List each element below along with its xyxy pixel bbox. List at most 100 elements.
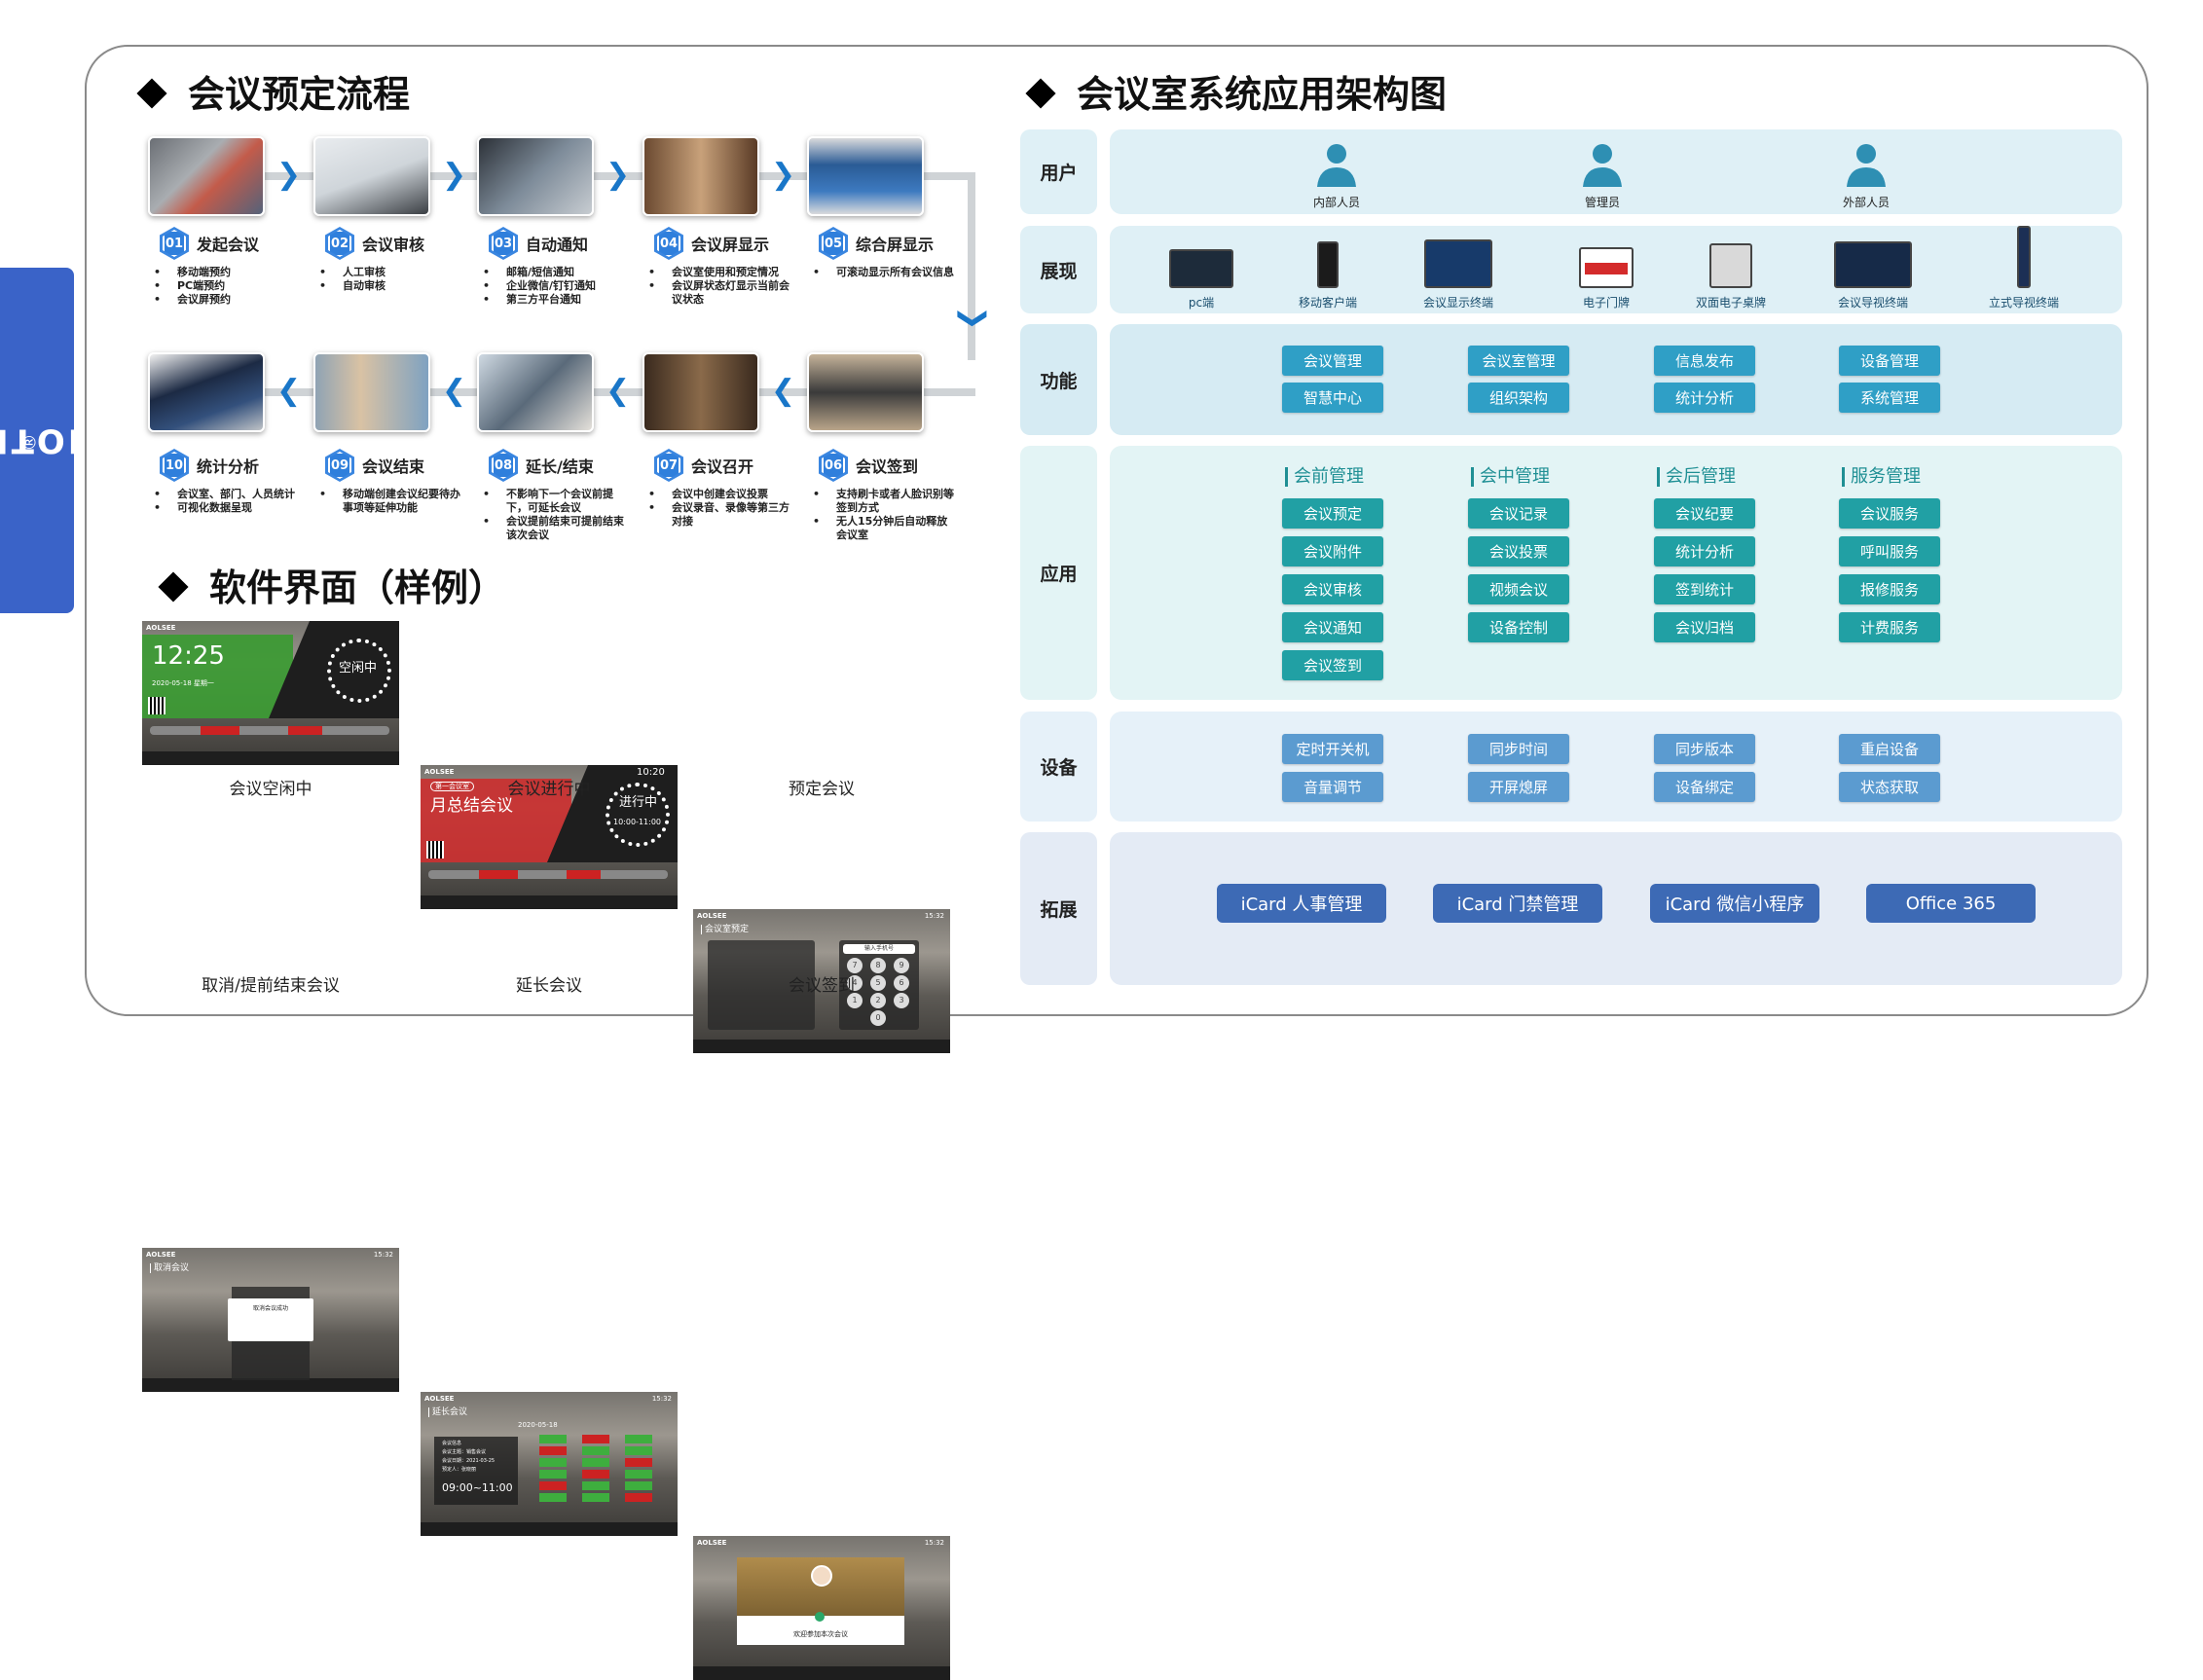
keypad-key[interactable]: 2 [870, 993, 886, 1008]
step-title: 会议结束 [362, 457, 425, 476]
keypad-key[interactable]: 9 [894, 958, 909, 973]
bullet-item: 会议中创建会议投票 [644, 488, 790, 501]
application-module-button[interactable]: 会议纪要 [1654, 498, 1755, 529]
screen-caption: 延长会议 [516, 976, 582, 996]
flow-connector-line [968, 172, 975, 360]
time-slot[interactable] [625, 1470, 652, 1479]
step-title: 会议屏显示 [691, 236, 770, 254]
keypad-key[interactable]: 8 [870, 958, 886, 973]
application-module-button[interactable]: 统计分析 [1654, 536, 1755, 566]
application-module-button[interactable]: 报修服务 [1839, 574, 1940, 604]
step-image [643, 136, 759, 216]
keypad-key[interactable]: 1 [847, 993, 863, 1008]
device-function-button[interactable]: 定时开关机 [1282, 734, 1383, 764]
extension-module-button[interactable]: Office 365 [1866, 884, 2036, 923]
keypad-key[interactable]: 4 [847, 975, 863, 991]
layer-label-device: 设备 [1020, 712, 1097, 822]
application-module-button[interactable]: 会议审核 [1282, 574, 1383, 604]
keypad-key[interactable]: 0 [870, 1010, 886, 1026]
clock-ring [327, 639, 391, 703]
time-slot[interactable] [582, 1481, 609, 1490]
time-slot[interactable] [539, 1493, 567, 1502]
step-image [807, 352, 924, 432]
application-module-button[interactable]: 呼叫服务 [1839, 536, 1940, 566]
hexagon-badge-icon: 10 [160, 449, 189, 482]
time-slot[interactable] [582, 1470, 609, 1479]
application-module-button[interactable]: 设备控制 [1468, 612, 1569, 642]
step-image [807, 136, 924, 216]
time-slot[interactable] [539, 1446, 567, 1455]
device-function-button[interactable]: 开屏熄屏 [1468, 772, 1569, 802]
device-function-button[interactable]: 重启设备 [1839, 734, 1940, 764]
extension-module-button[interactable]: iCard 微信小程序 [1650, 884, 1819, 923]
extension-module-button[interactable]: iCard 人事管理 [1217, 884, 1386, 923]
application-module-button[interactable]: 会议预定 [1282, 498, 1383, 529]
function-module-button[interactable]: 组织架构 [1468, 383, 1569, 413]
function-module-button[interactable]: 会议管理 [1282, 346, 1383, 376]
step-number: 03 [492, 230, 515, 257]
function-module-button[interactable]: 系统管理 [1839, 383, 1940, 413]
device-function-button[interactable]: 设备绑定 [1654, 772, 1755, 802]
time-slot[interactable] [625, 1435, 652, 1443]
time-slot[interactable] [539, 1458, 567, 1467]
device-function-button[interactable]: 同步版本 [1654, 734, 1755, 764]
date-selector[interactable]: 2020-05-18 [518, 1421, 558, 1429]
time-slot[interactable] [539, 1481, 567, 1490]
application-module-button[interactable]: 会议服务 [1839, 498, 1940, 529]
time-slot[interactable] [539, 1470, 567, 1479]
phone-input[interactable]: 输入手机号 [843, 944, 915, 954]
application-module-button[interactable]: 签到统计 [1654, 574, 1755, 604]
device-function-button[interactable]: 同步时间 [1468, 734, 1569, 764]
keypad-key[interactable]: 7 [847, 958, 863, 973]
function-module-button[interactable]: 智慧中心 [1282, 383, 1383, 413]
application-module-button[interactable]: 计费服务 [1839, 612, 1940, 642]
screen-heading: 延长会议 [428, 1407, 467, 1418]
application-module-button[interactable]: 会议通知 [1282, 612, 1383, 642]
app-logo: AOLSEE [146, 624, 176, 632]
keypad-key[interactable]: 6 [894, 975, 909, 991]
time-slot[interactable] [582, 1446, 609, 1455]
function-module-button[interactable]: 统计分析 [1654, 383, 1755, 413]
keypad-key[interactable]: 3 [894, 993, 909, 1008]
application-module-button[interactable]: 会议记录 [1468, 498, 1569, 529]
step-image [643, 352, 759, 432]
keypad-key[interactable]: 5 [870, 975, 886, 991]
status-bar [693, 1666, 950, 1680]
time-slot[interactable] [582, 1435, 609, 1443]
step-bullets: 会议中创建会议投票会议录音、录像等第三方对接 [644, 488, 790, 529]
arrow-right-icon: ❯ [771, 158, 796, 192]
admin-user-icon [1579, 142, 1626, 191]
meeting-info-subject: 会议主题：销售会议 [442, 1449, 487, 1455]
time-slot[interactable] [625, 1458, 652, 1467]
hexagon-badge-icon: 02 [325, 227, 354, 260]
time-slot[interactable] [625, 1493, 652, 1502]
device-function-button[interactable]: 状态获取 [1839, 772, 1940, 802]
time-slot[interactable] [582, 1458, 609, 1467]
application-module-button[interactable]: 会议投票 [1468, 536, 1569, 566]
function-module-button[interactable]: 会议室管理 [1468, 346, 1569, 376]
arrow-left-icon: ❮ [606, 374, 631, 408]
application-module-button[interactable]: 会议归档 [1654, 612, 1755, 642]
device-function-button[interactable]: 音量调节 [1282, 772, 1383, 802]
function-module-button[interactable]: 设备管理 [1839, 346, 1940, 376]
time-slot[interactable] [582, 1493, 609, 1502]
bullet-item: 自动审核 [315, 279, 461, 293]
step-bullets: 可滚动显示所有会议信息 [809, 266, 955, 279]
function-module-button[interactable]: 信息发布 [1654, 346, 1755, 376]
application-module-button[interactable]: 会议签到 [1282, 650, 1383, 680]
time-slot[interactable] [625, 1446, 652, 1455]
application-module-button[interactable]: 视频会议 [1468, 574, 1569, 604]
application-module-button[interactable]: 会议附件 [1282, 536, 1383, 566]
time-slot[interactable] [539, 1435, 567, 1443]
time-slot[interactable] [625, 1481, 652, 1490]
extension-module-button[interactable]: iCard 门禁管理 [1433, 884, 1602, 923]
